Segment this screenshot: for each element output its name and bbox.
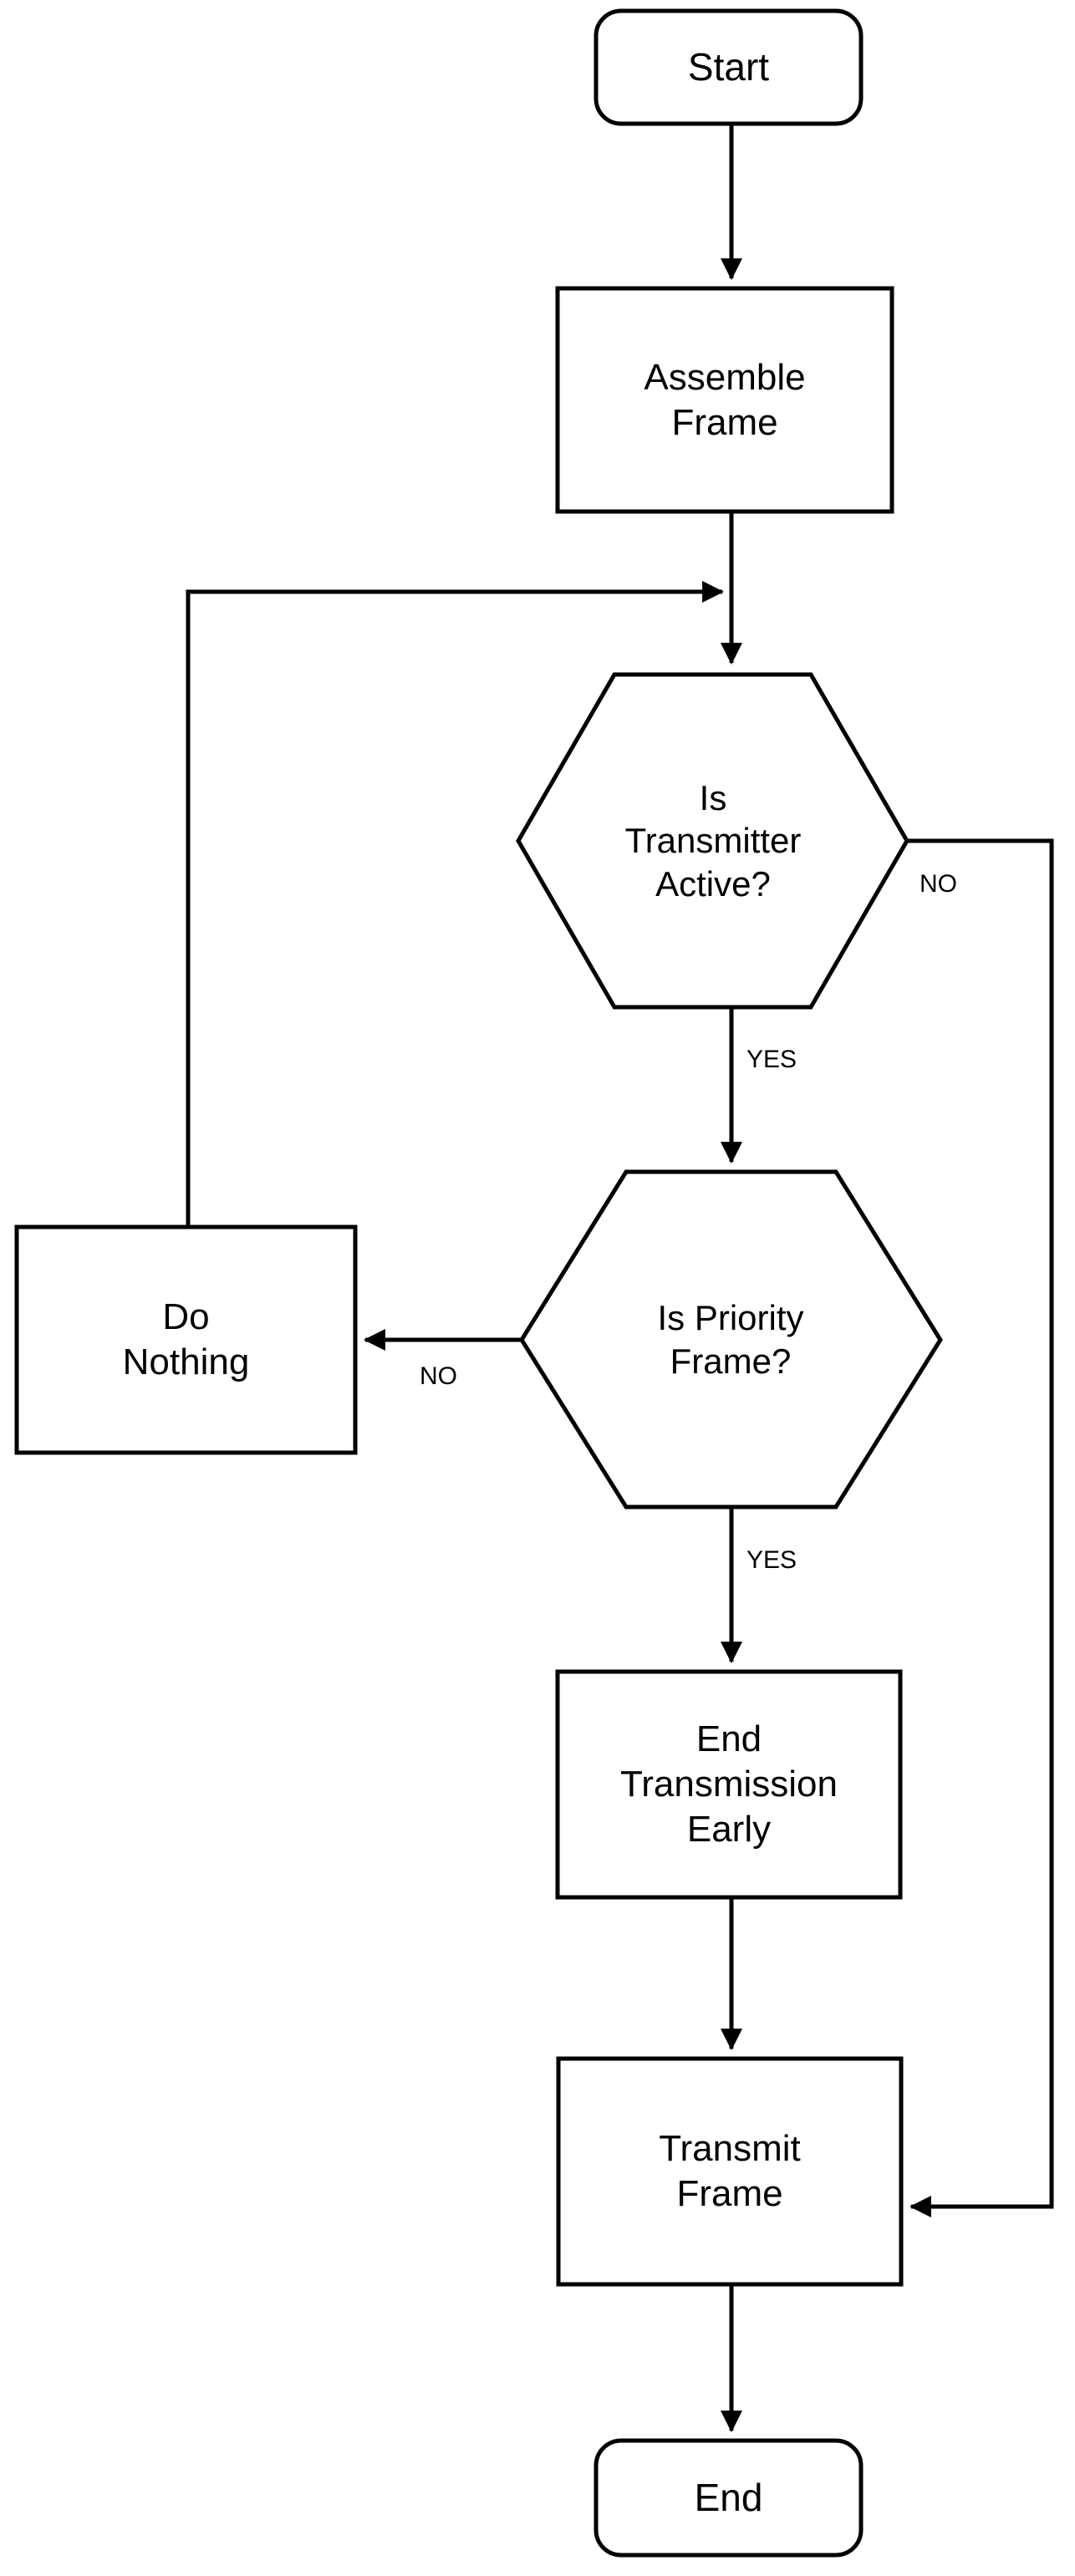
edge-transmitter-no-to-transmit-frame bbox=[907, 838, 1054, 2217]
node-is-transmitter-active-shape[interactable] bbox=[516, 672, 909, 1010]
node-end-shape[interactable] bbox=[594, 2438, 864, 2558]
node-start-shape[interactable] bbox=[594, 8, 864, 126]
node-end-transmission-early-shape[interactable] bbox=[555, 1669, 903, 1900]
node-transmit-frame-shape[interactable] bbox=[556, 2056, 904, 2287]
node-assemble-frame-shape[interactable] bbox=[555, 286, 894, 514]
node-is-priority-frame-shape[interactable] bbox=[519, 1169, 943, 1509]
edge-do-nothing-feedback-loop bbox=[186, 581, 725, 1227]
node-do-nothing-shape[interactable] bbox=[14, 1224, 358, 1455]
